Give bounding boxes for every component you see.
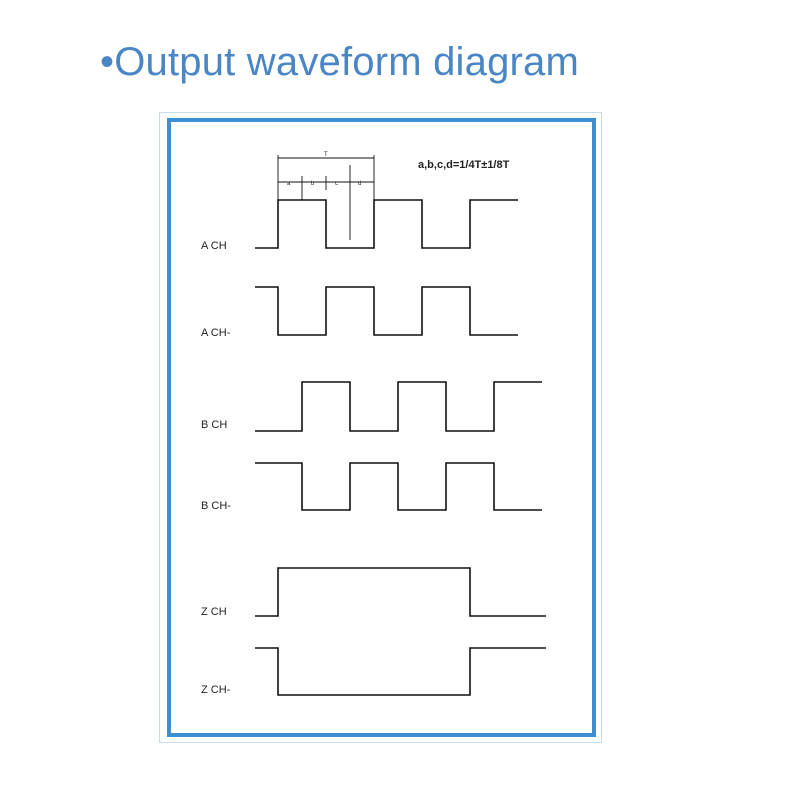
frame-border (167, 118, 596, 737)
label-z-ch-neg: Z CH- (201, 684, 231, 696)
label-b-ch: B CH (201, 419, 227, 431)
timing-formula: a,b,c,d=1/4T±1/8T (418, 159, 510, 171)
label-a-ch: A CH (201, 240, 227, 252)
dim-label-c: c (335, 181, 338, 187)
waveform-a-ch (255, 199, 518, 249)
waveform-z-ch-neg (255, 647, 546, 696)
dim-label-d: d (358, 181, 361, 187)
label-b-ch-neg: B CH- (201, 500, 231, 512)
dim-label-T: T (324, 152, 328, 158)
waveform-b-ch (255, 381, 542, 432)
waveform-z-ch (255, 567, 546, 617)
timing-dimension-marks: T a b c d (277, 152, 375, 240)
waveform-a-ch-neg (255, 286, 518, 336)
dim-label-a: a (287, 181, 291, 187)
label-z-ch: Z CH (201, 606, 227, 618)
slide-title: •Output waveform diagram (100, 40, 579, 84)
dim-label-b: b (311, 181, 315, 187)
waveform-b-ch-neg (255, 462, 542, 511)
label-a-ch-neg: A CH- (201, 327, 231, 339)
frame-outer-border (159, 112, 602, 743)
